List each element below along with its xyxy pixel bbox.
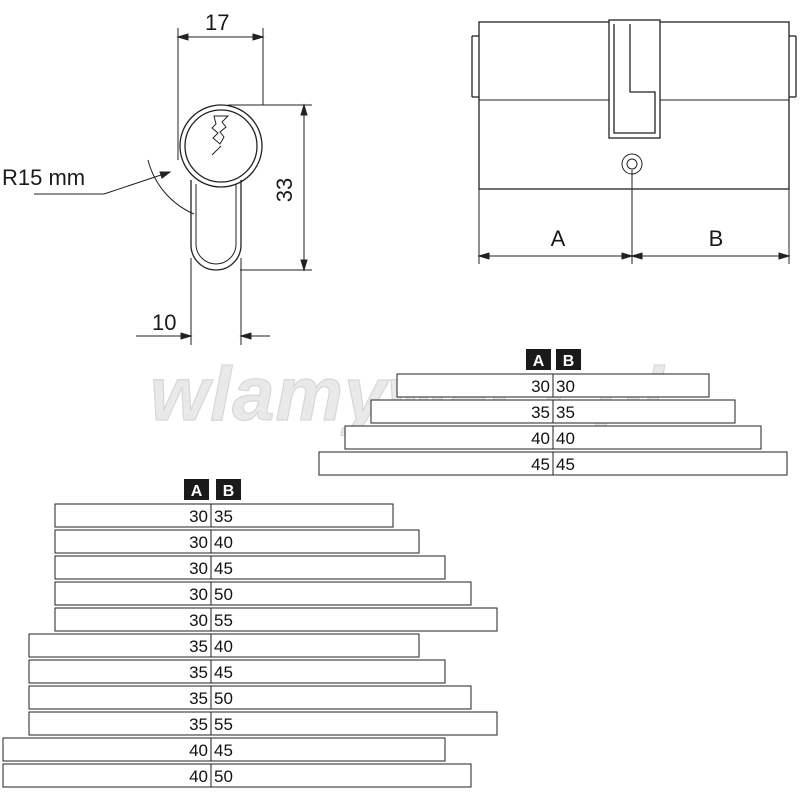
asymmetric-table-row-bar [28, 633, 420, 658]
symmetric-table-row-a-value: 45 [531, 455, 550, 474]
asymmetric-table-row: 40 50 [2, 763, 472, 788]
asymmetric-table-row-bar [28, 659, 446, 684]
b-dimension-label: B [709, 226, 724, 251]
asymmetric-header-a: A [191, 483, 203, 500]
asymmetric-table-row-b-value: 40 [214, 533, 233, 552]
asymmetric-header-b-badge [216, 479, 241, 500]
asymmetric-table-row-b-value: 45 [214, 559, 233, 578]
asymmetric-table-row-bar [28, 711, 498, 736]
asymmetric-table-row-bar [54, 581, 472, 606]
asymmetric-table-row-bar [54, 503, 394, 528]
asymmetric-table-row: 30 35 [54, 503, 394, 528]
asymmetric-table-row-b-value: 50 [214, 767, 233, 786]
front-view-dimensions [34, 28, 312, 345]
asymmetric-size-table: A B 30 35 30 40 30 45 30 50 30 55 35 40 35 45 35 50 35 55… [2, 479, 498, 788]
asymmetric-header-a-badge [184, 479, 209, 500]
asymmetric-table-row-a-value: 35 [189, 637, 208, 656]
asymmetric-table-row-b-value: 55 [214, 715, 233, 734]
asymmetric-table-row-a-value: 30 [189, 533, 208, 552]
asymmetric-table-row-bar [2, 763, 472, 788]
asymmetric-table-row-b-value: 40 [214, 637, 233, 656]
symmetric-header-b-badge [556, 349, 581, 370]
asymmetric-table-row-bar [54, 529, 420, 554]
asymmetric-table-row-a-value: 35 [189, 715, 208, 734]
width-dimension-label: 17 [205, 10, 229, 35]
symmetric-table-row-b-value: 30 [556, 377, 575, 396]
asymmetric-table-row-bar [54, 555, 446, 580]
symmetric-table-row-a-value: 30 [531, 377, 550, 396]
asymmetric-table-row-bar [28, 685, 472, 710]
front-view-profile [147, 104, 263, 271]
symmetric-header-a: A [533, 353, 545, 370]
symmetric-table-row: 35 35 [370, 399, 736, 424]
symmetric-table-row: 45 45 [318, 451, 788, 476]
asymmetric-table-row-a-value: 30 [189, 507, 208, 526]
asymmetric-table-row-bar [54, 607, 498, 632]
asymmetric-table-row: 35 50 [28, 685, 472, 710]
asymmetric-table-row-a-value: 30 [189, 559, 208, 578]
symmetric-table-row: 40 40 [344, 425, 762, 450]
asymmetric-table-row-a-value: 35 [189, 689, 208, 708]
asymmetric-table-row: 30 45 [54, 555, 446, 580]
height-dimension-label: 33 [272, 178, 297, 202]
asymmetric-table-row: 35 40 [28, 633, 420, 658]
symmetric-table-row: 30 30 [396, 373, 710, 398]
radius-dimension-label: R15 mm [2, 165, 85, 190]
asymmetric-table-row: 35 55 [28, 711, 498, 736]
asymmetric-table-row-a-value: 30 [189, 611, 208, 630]
side-view-cylinder [471, 19, 797, 190]
asymmetric-table-row-a-value: 35 [189, 663, 208, 682]
symmetric-size-table: A B 30 30 35 35 40 40 45 45 [318, 349, 788, 476]
symmetric-table-row-a-value: 35 [531, 403, 550, 422]
symmetric-table-row-a-value: 40 [531, 429, 550, 448]
asymmetric-table-row-bar [2, 737, 446, 762]
symmetric-header-a-badge [526, 349, 551, 370]
asymmetric-table-row-b-value: 45 [214, 741, 233, 760]
symmetric-table-row-b-value: 45 [556, 455, 575, 474]
symmetric-table-row-b-value: 35 [556, 403, 575, 422]
symmetric-table-row-b-value: 40 [556, 429, 575, 448]
side-view-dimensions [477, 170, 791, 264]
asymmetric-header-b: B [223, 483, 235, 500]
stem-dimension-label: 10 [152, 310, 176, 335]
asymmetric-table-row-b-value: 35 [214, 507, 233, 526]
a-dimension-label: A [551, 226, 566, 251]
asymmetric-table-row-b-value: 50 [214, 585, 233, 604]
asymmetric-table-row-b-value: 50 [214, 689, 233, 708]
asymmetric-table-row: 30 55 [54, 607, 498, 632]
asymmetric-table-row: 30 50 [54, 581, 472, 606]
asymmetric-table-row: 35 45 [28, 659, 446, 684]
asymmetric-table-row: 40 45 [2, 737, 446, 762]
asymmetric-table-row-b-value: 55 [214, 611, 233, 630]
asymmetric-table-row: 30 40 [54, 529, 420, 554]
asymmetric-table-row-a-value: 40 [189, 741, 208, 760]
asymmetric-table-row-a-value: 30 [189, 585, 208, 604]
asymmetric-table-row-b-value: 45 [214, 663, 233, 682]
asymmetric-table-row-a-value: 40 [189, 767, 208, 786]
symmetric-header-b: B [563, 353, 575, 370]
